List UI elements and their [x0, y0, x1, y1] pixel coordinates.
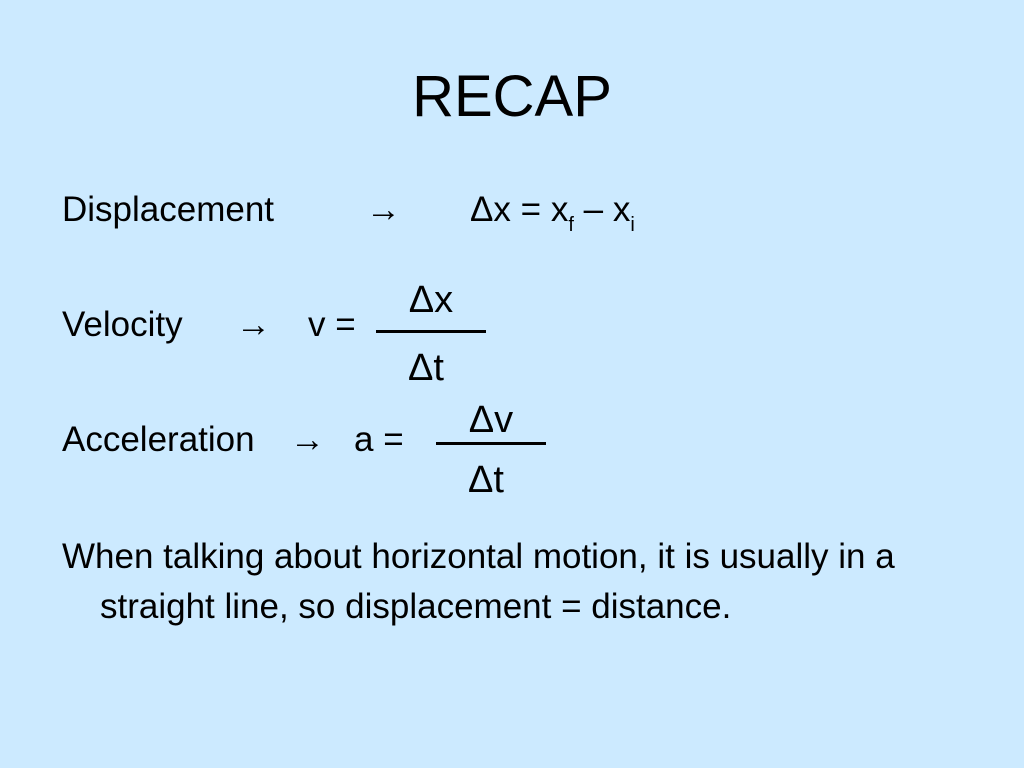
acceleration-lhs: a = — [354, 420, 404, 459]
subscript-i: i — [630, 214, 635, 236]
displacement-label: Displacement — [62, 190, 275, 229]
equals-sign: = — [520, 190, 542, 229]
velocity-fraction-bar — [376, 330, 486, 333]
slide-title: RECAP — [412, 64, 612, 129]
velocity-numerator: Δx — [408, 279, 454, 321]
displacement-arrow: → — [366, 190, 401, 229]
minus-sign: – — [583, 190, 604, 229]
note-paragraph: When talking about horizontal motion, it… — [62, 537, 895, 626]
delta-x: Δx — [470, 190, 511, 229]
velocity-arrow: → — [236, 305, 271, 344]
x-final: xf — [550, 190, 574, 236]
acceleration-denominator: Δt — [468, 459, 504, 501]
acceleration-label: Acceleration — [62, 420, 255, 459]
velocity-label: Velocity — [62, 305, 183, 344]
velocity-lhs: v = — [308, 305, 356, 344]
x-initial: xi — [612, 190, 635, 236]
velocity-denominator: Δt — [408, 347, 444, 389]
acceleration-arrow: → — [290, 420, 325, 459]
subscript-f: f — [568, 214, 574, 236]
acceleration-fraction-bar — [436, 442, 546, 445]
acceleration-numerator: Δv — [468, 399, 514, 441]
displacement-formula: Δx = xf – xi — [470, 190, 635, 236]
